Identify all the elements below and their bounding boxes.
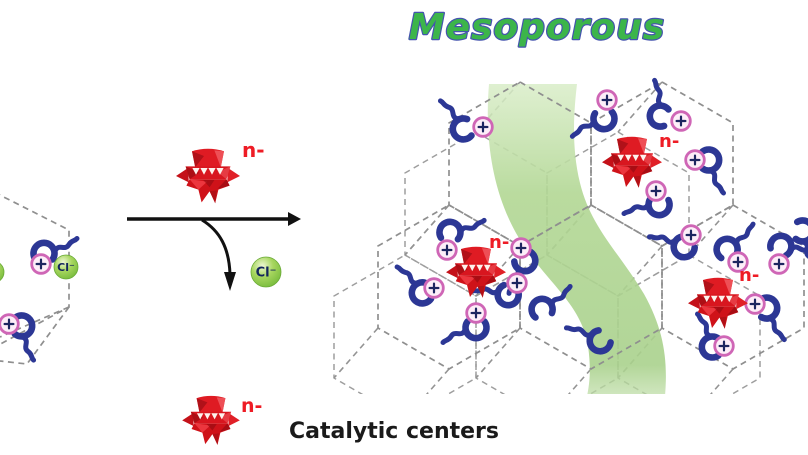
charge-label: n- bbox=[739, 265, 759, 286]
cation-plus-ion bbox=[465, 302, 487, 324]
pore-depth-edge bbox=[567, 368, 592, 394]
reactant-framework-fragment bbox=[0, 194, 70, 365]
pore-depth-edge bbox=[333, 327, 379, 379]
fragment-inner-edge bbox=[0, 306, 70, 338]
cation-plus-ion bbox=[0, 313, 20, 335]
surfactant-anchor bbox=[794, 220, 808, 265]
chloride-ion: Cl⁻ bbox=[250, 256, 282, 288]
cation-plus-ion bbox=[713, 335, 735, 357]
mesoporous-title: Mesoporous bbox=[409, 7, 665, 48]
surfactant-anchor bbox=[439, 217, 484, 242]
chloride-ion bbox=[0, 263, 5, 281]
chloride-label: Cl⁻ bbox=[57, 261, 75, 274]
cation-plus-ion bbox=[30, 253, 52, 275]
surfactant-anchor bbox=[643, 80, 675, 127]
reaction-arrow bbox=[127, 212, 301, 291]
surfactant-anchor bbox=[703, 150, 724, 194]
cation-plus-ion bbox=[670, 110, 692, 132]
fragment-wedge-edge bbox=[0, 306, 70, 365]
charge-label: n- bbox=[659, 131, 679, 152]
cation-plus-ion bbox=[472, 116, 494, 138]
byproduct-arrow-curve bbox=[201, 218, 232, 275]
pore-depth-edge bbox=[617, 81, 663, 133]
hexagon-pore-back bbox=[333, 254, 477, 394]
mesopore-channel bbox=[487, 84, 666, 394]
charge-label: n- bbox=[489, 232, 509, 253]
pore-depth-edge bbox=[425, 368, 450, 394]
catalytic-center-pom bbox=[602, 136, 662, 188]
cation-plus-ion bbox=[510, 237, 532, 259]
cation-plus-ion bbox=[645, 180, 667, 202]
fragment-hexagon-edge bbox=[0, 194, 70, 346]
surfactant-anchor bbox=[440, 95, 472, 142]
legend-label: Catalytic centers bbox=[289, 419, 499, 444]
catalytic-center-pom bbox=[176, 148, 240, 204]
cation-plus-ion bbox=[506, 272, 528, 294]
pore-depth-edge bbox=[475, 327, 521, 379]
chloride-ball bbox=[0, 263, 5, 281]
cation-plus-ion bbox=[768, 253, 790, 275]
surfactant-anchor bbox=[528, 286, 575, 318]
cation-plus-ion bbox=[744, 293, 766, 315]
cation-plus-ion bbox=[680, 224, 702, 246]
cation-plus-ion bbox=[596, 89, 618, 111]
chloride-ball bbox=[250, 256, 282, 288]
pore-depth-edge bbox=[404, 204, 450, 256]
hexagon-pore bbox=[377, 204, 521, 370]
hexagon-pore bbox=[661, 204, 805, 370]
cation-plus-ion bbox=[423, 277, 445, 299]
cation-plus-ion bbox=[436, 239, 458, 261]
byproduct-arrow-head bbox=[224, 272, 236, 291]
main-arrow-head bbox=[288, 212, 301, 226]
chloride-label: Cl⁻ bbox=[256, 266, 277, 281]
cation-plus-ion bbox=[684, 149, 706, 171]
catalytic-center-pom bbox=[182, 395, 240, 445]
pore-depth-edge bbox=[709, 368, 734, 394]
mesoporous-network bbox=[333, 81, 805, 394]
chloride-ion: Cl⁻ bbox=[53, 254, 79, 280]
charge-label: n- bbox=[242, 138, 265, 162]
charge-label: n- bbox=[241, 395, 262, 417]
chloride-ball bbox=[53, 254, 79, 280]
surfactant-anchor bbox=[443, 322, 487, 343]
molecular-items: Cl⁻ Cl⁻ n-n-n-n-n- bbox=[0, 80, 808, 445]
